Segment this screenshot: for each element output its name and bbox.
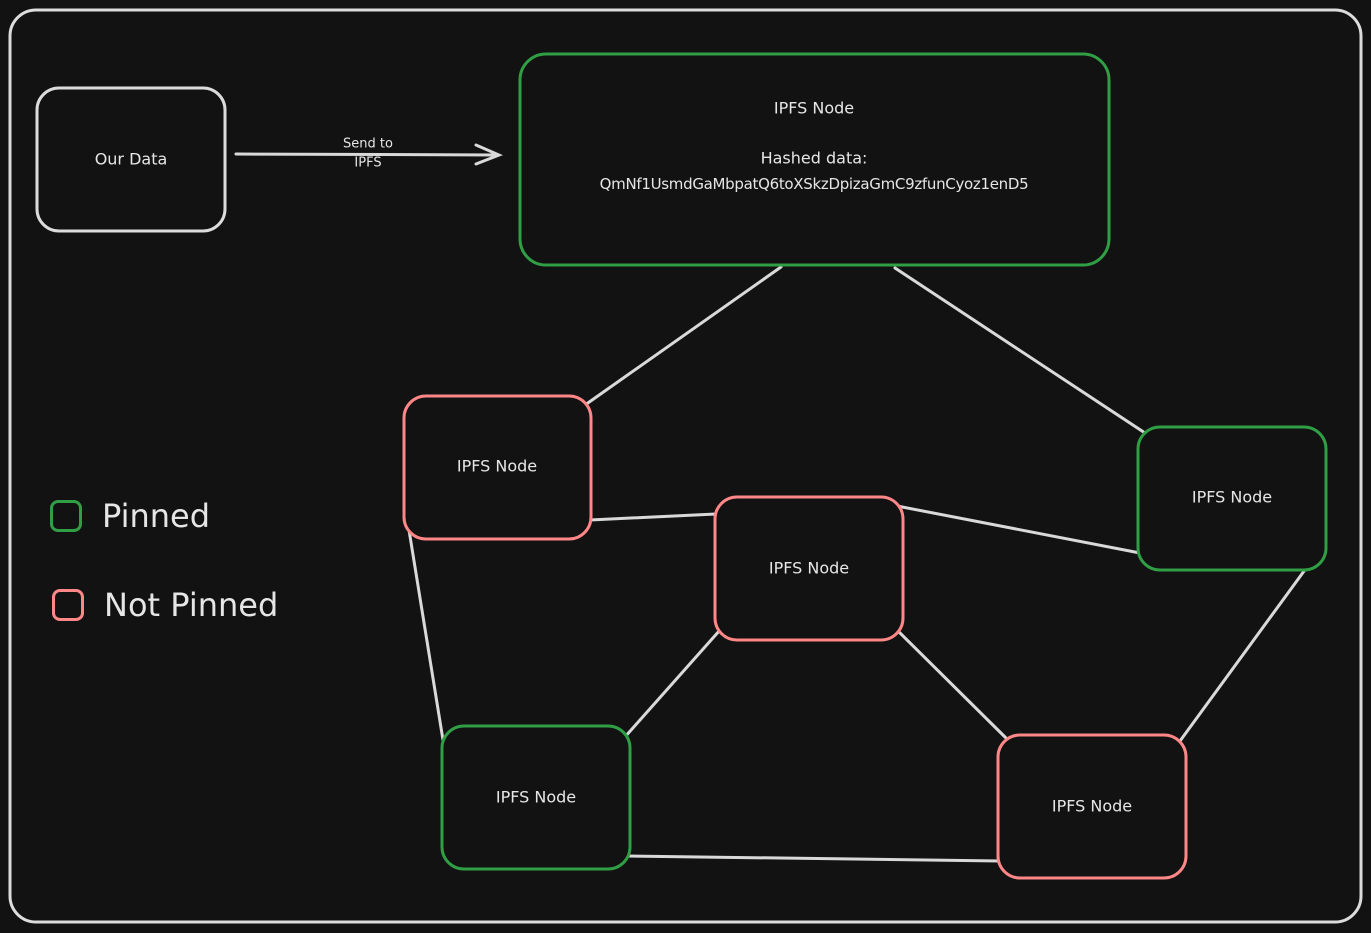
legend-pinned-label: Pinned — [102, 497, 211, 535]
legend-not-pinned-label: Not Pinned — [104, 586, 279, 624]
legend-not-pinned: Not Pinned — [52, 586, 278, 624]
edge — [583, 265, 783, 407]
node-label: IPFS Node — [1191, 487, 1273, 507]
node-label: IPFS Node — [768, 558, 850, 578]
main-ipfs-node — [518, 52, 1111, 267]
node-label: IPFS Node — [456, 456, 538, 476]
arrow-head-icon — [474, 143, 503, 166]
edge — [622, 628, 722, 740]
main-node-title: IPFS Node — [773, 98, 855, 118]
ipfs-node-right — [1136, 425, 1328, 572]
not-pinned-swatch — [52, 589, 84, 621]
ipfs-node-left — [402, 394, 593, 541]
arrow-label-1: Send to — [341, 136, 395, 152]
edge — [407, 528, 445, 742]
edge — [1178, 565, 1309, 743]
edge — [895, 504, 1142, 555]
edge — [588, 512, 718, 522]
our-data-box — [35, 86, 227, 233]
hash-value: QmNf1UsmdGaMbpatQ6toXSkzDpizaGmC9zfunCyo… — [599, 175, 1029, 193]
node-label: IPFS Node — [495, 787, 577, 807]
ipfs-node-bottom-right — [996, 733, 1188, 880]
frame — [8, 8, 1363, 924]
node-label: IPFS Node — [1051, 796, 1133, 816]
ipfs-node-center — [713, 495, 905, 642]
edge — [625, 854, 1002, 863]
arrow-label-2: IPFS — [354, 155, 382, 171]
pinned-swatch — [50, 500, 82, 532]
ipfs-node-bottom-left — [440, 724, 632, 871]
send-arrow-line — [234, 152, 500, 157]
edge — [893, 266, 1147, 435]
edge — [895, 628, 1010, 742]
hash-label: Hashed data: — [760, 148, 868, 168]
our-data-label: Our Data — [94, 149, 168, 169]
legend-pinned: Pinned — [50, 497, 210, 535]
